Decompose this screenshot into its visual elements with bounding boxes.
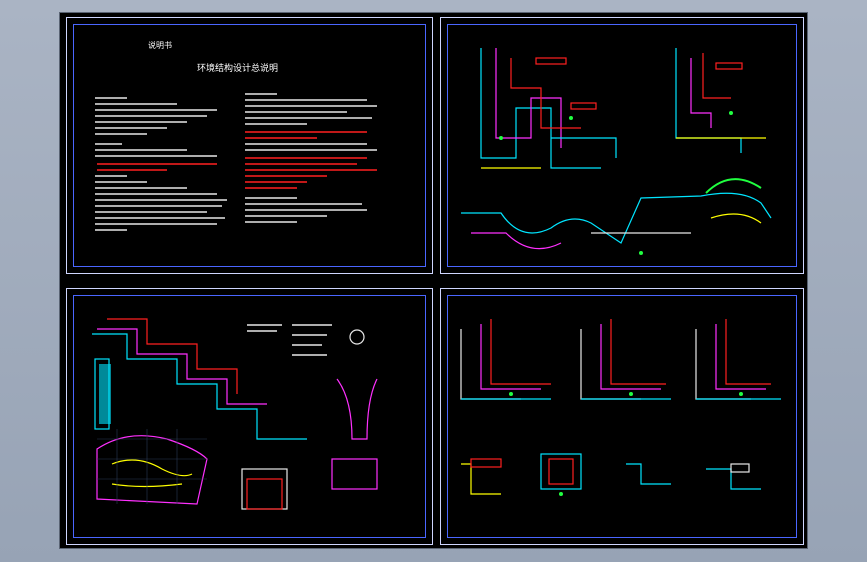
drawing-sheet-details-2 bbox=[440, 288, 804, 545]
sheet-title: 环境结构设计总说明 bbox=[197, 64, 279, 74]
sheet-header-label: 说明书 bbox=[148, 41, 172, 50]
wall-details-linework bbox=[460, 319, 781, 496]
notes-text-lines bbox=[95, 93, 377, 231]
sheet-inner-frame bbox=[447, 295, 797, 538]
drawing-sheet-details-1 bbox=[66, 288, 433, 545]
drawing-sheet-notes: 说明书 环境结构设计总说明 bbox=[66, 17, 433, 274]
sheet-inner-frame bbox=[447, 24, 797, 267]
sheet-inner-frame bbox=[73, 295, 426, 538]
section-and-plan-linework bbox=[461, 48, 772, 255]
drawing-sheet-sections-plan bbox=[440, 17, 804, 274]
details-linework bbox=[92, 318, 378, 510]
cad-viewport[interactable]: 说明书 环境结构设计总说明 bbox=[60, 13, 807, 548]
sheet-inner-frame bbox=[73, 24, 426, 267]
